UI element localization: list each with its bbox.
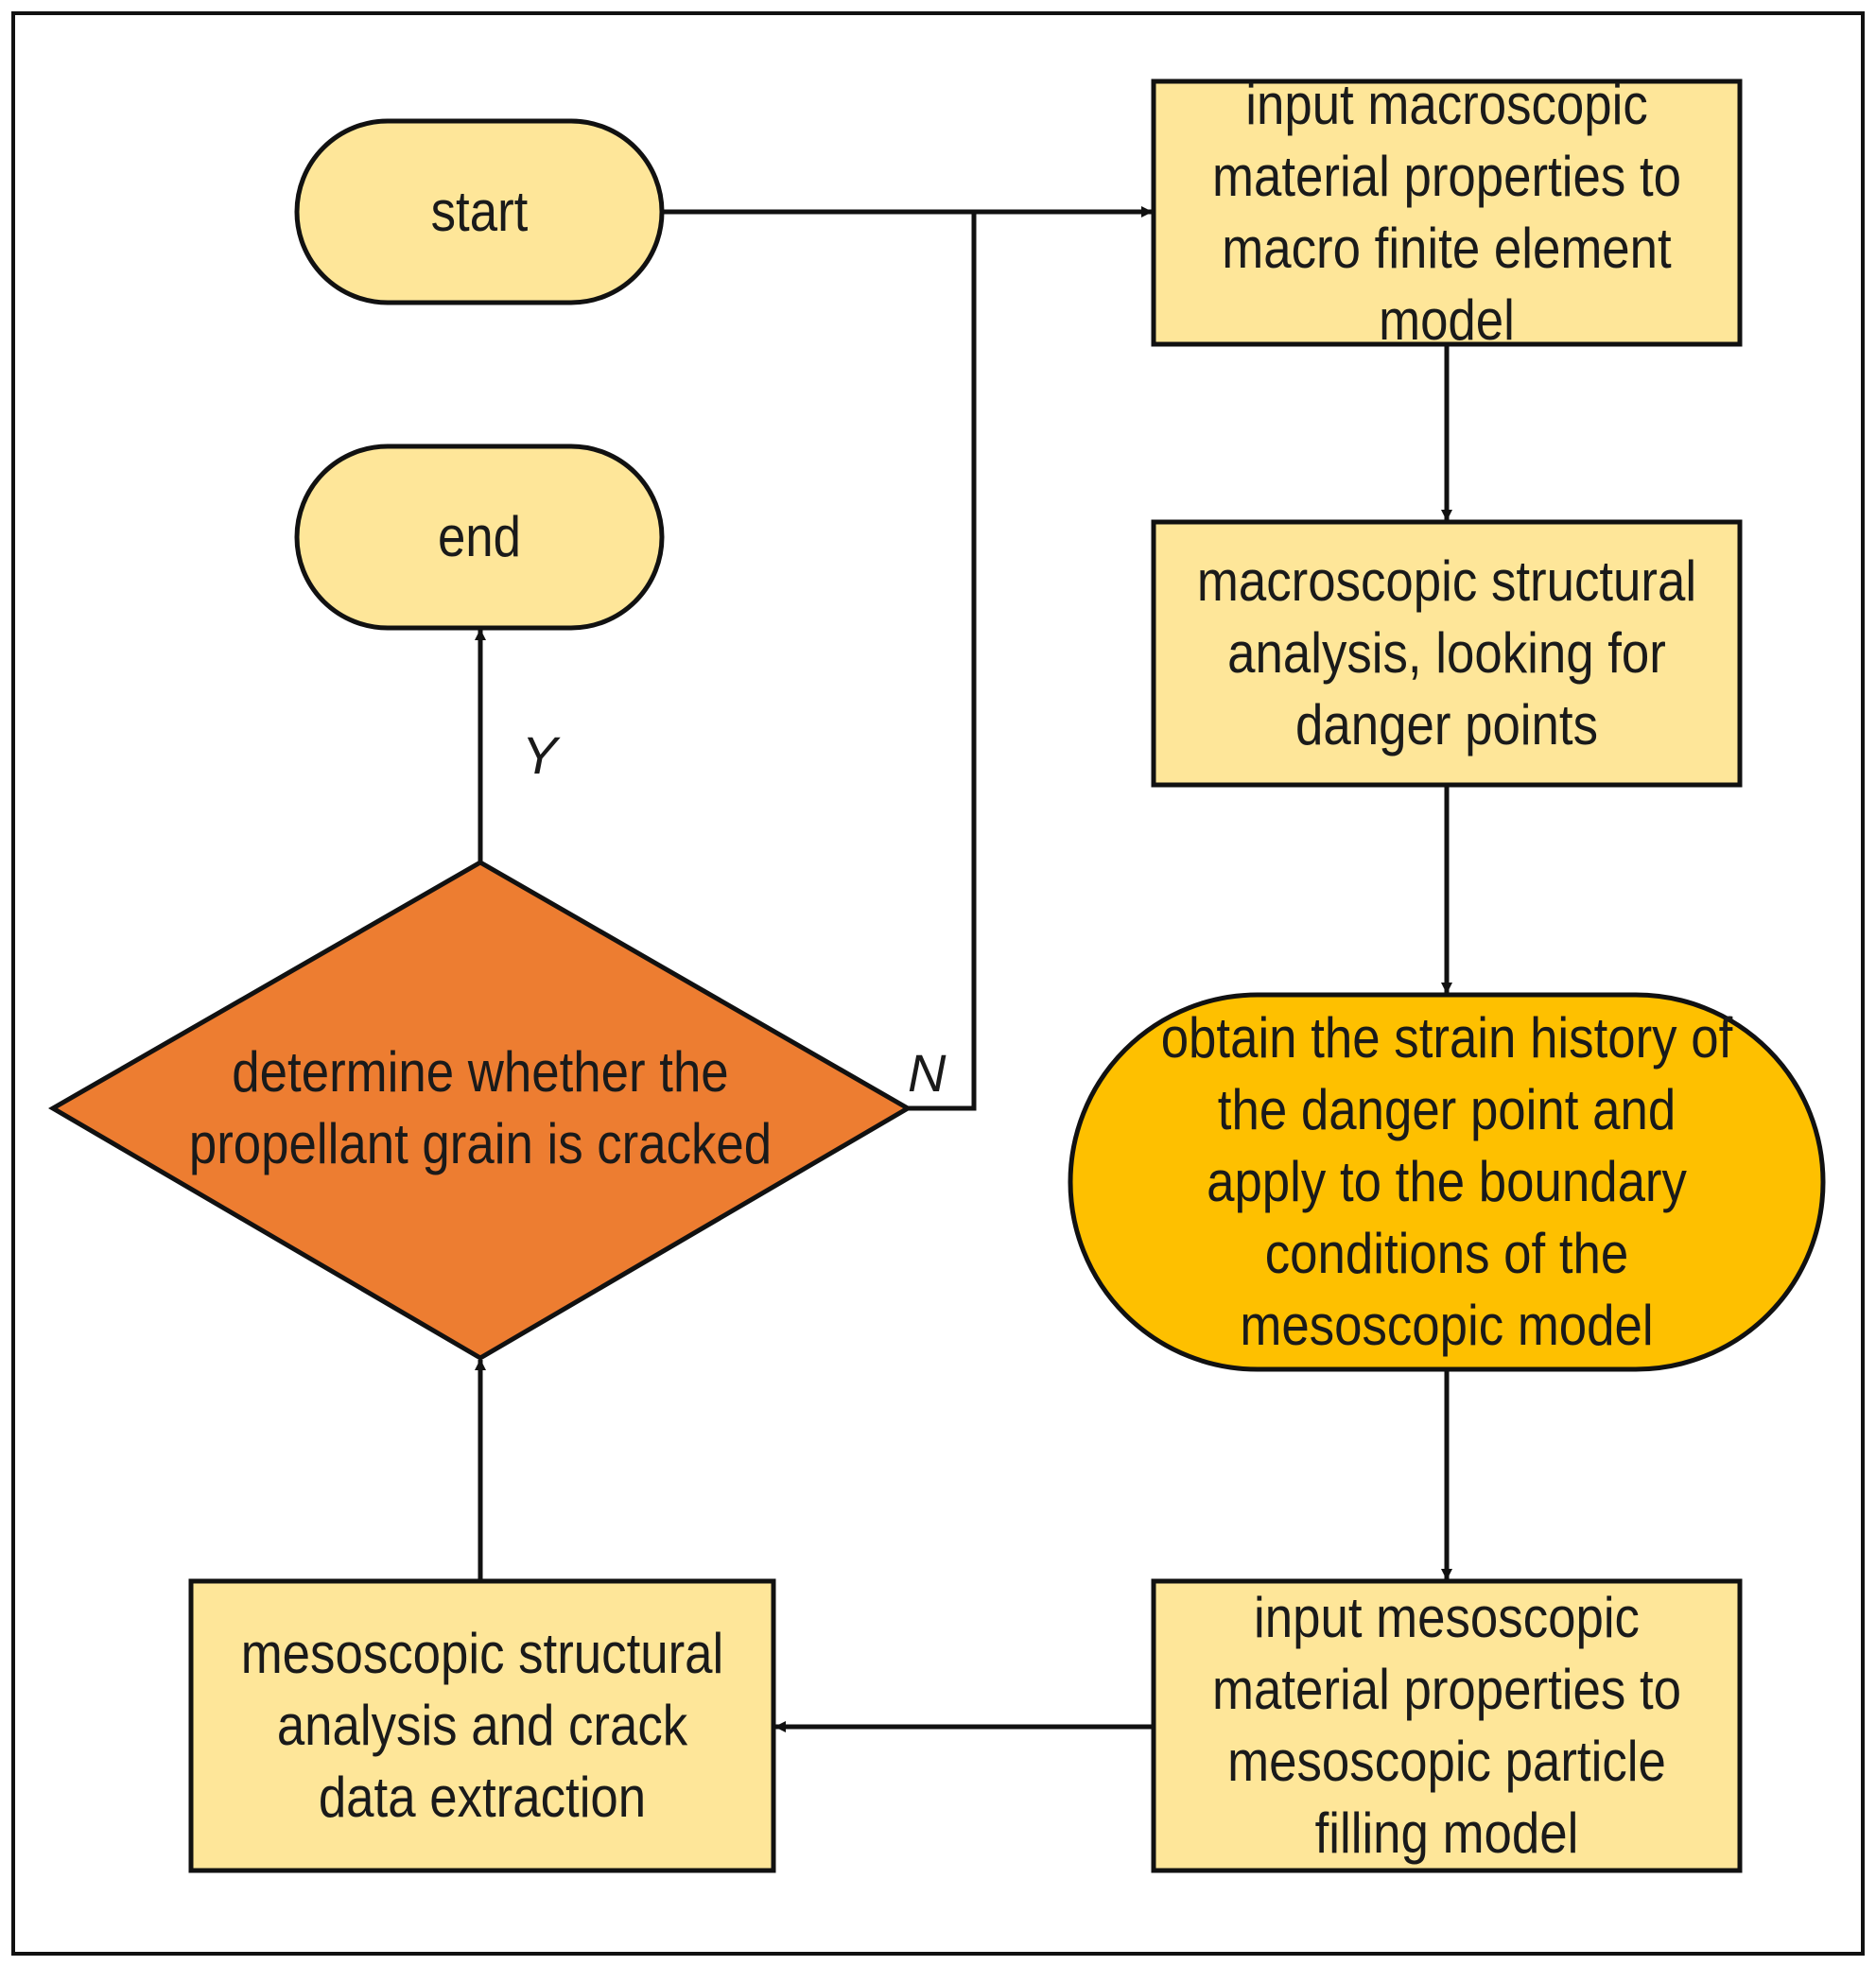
end-terminal [294, 444, 665, 631]
meso-analysis-box [188, 1578, 776, 1873]
connector-decision-no-loop [908, 212, 977, 1111]
outer-frame [11, 11, 1865, 1956]
crack-decision-diamond [48, 860, 912, 1361]
macro-analysis-label: macroscopic structural analysis, looking… [1196, 549, 1697, 757]
strain-history-label: obtain the strain history of the danger … [1160, 1006, 1733, 1357]
end-label: end [437, 505, 522, 568]
decision-label: determine whether the propellant grain i… [188, 1040, 773, 1175]
branch-yes-label: Y [522, 725, 558, 785]
macro-analysis-box [1151, 519, 1743, 788]
input-meso-label: input mesoscopic material properties to … [1212, 1586, 1681, 1865]
branch-no-label: N [908, 1043, 947, 1103]
meso-analysis-label: mesoscopic structural analysis and crack… [240, 1622, 724, 1829]
start-label: start [430, 180, 529, 243]
input-macro-label: input macroscopic material properties to… [1212, 73, 1681, 352]
input-macro-box [1151, 78, 1743, 347]
input-meso-box [1151, 1578, 1743, 1873]
